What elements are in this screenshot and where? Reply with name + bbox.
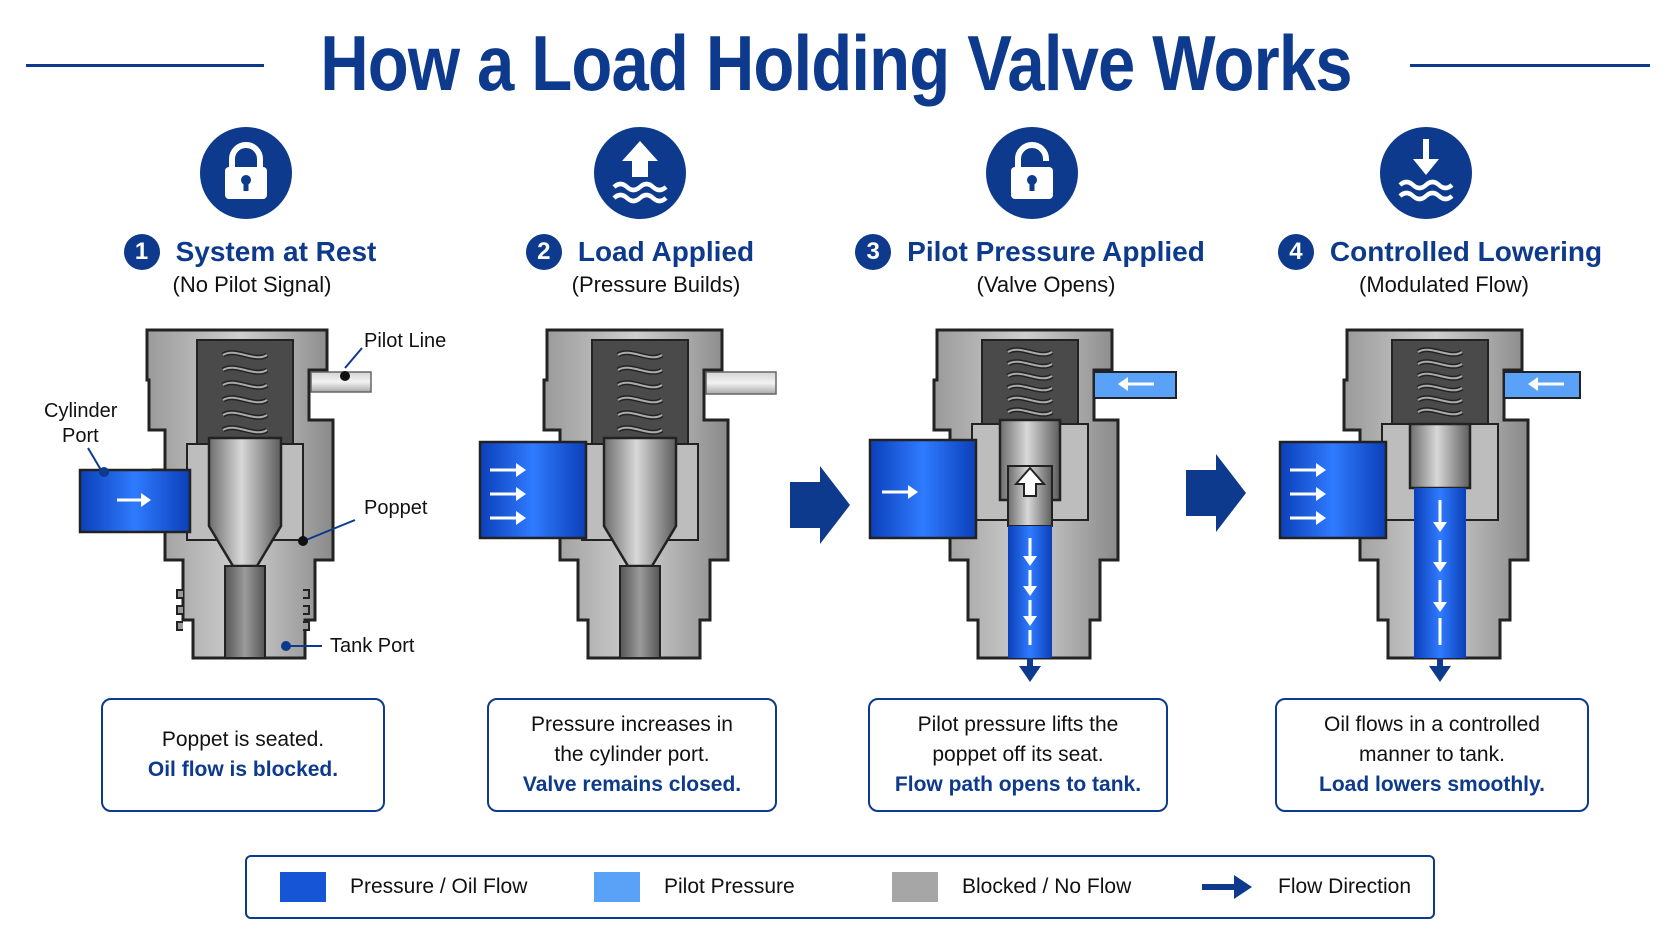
title-rule-right [1410, 64, 1650, 67]
legend-item-blocked: Blocked / No Flow [892, 872, 1131, 902]
step-1-subtitle: (No Pilot Signal) [172, 272, 332, 297]
step-4-heading: 4 Controlled Lowering [1240, 234, 1640, 270]
step-2-number: 2 [525, 234, 562, 270]
legend-label-pressure: Pressure / Oil Flow [350, 875, 528, 898]
step-2-description: Pressure increases in the cylinder port.… [487, 698, 777, 812]
step-4-title: Controlled Lowering [1329, 236, 1603, 267]
step-2-desc-line-1: Pressure increases in [531, 713, 733, 736]
step-3-description: Pilot pressure lifts the poppet off its … [868, 698, 1168, 812]
legend-item-pressure: Pressure / Oil Flow [280, 872, 527, 902]
step-2-title: Load Applied [577, 236, 755, 267]
valve-2 [478, 328, 777, 660]
step-4-desc-line-2: manner to tank. [1359, 743, 1505, 766]
step-2-heading: 2 Load Applied [440, 234, 840, 270]
legend-label-pilot: Pilot Pressure [664, 875, 795, 898]
page-title: How a Load Holding Valve Works [320, 19, 1352, 107]
legend-label-blocked: Blocked / No Flow [962, 875, 1132, 898]
load-up-arrow-icon [594, 127, 686, 219]
legend-item-pilot: Pilot Pressure [594, 872, 795, 902]
unlock-icon [986, 127, 1078, 219]
step-1-title: System at Rest [175, 236, 377, 267]
step-3-heading: 3 Pilot Pressure Applied [830, 234, 1230, 270]
step-4-subtitle: (Modulated Flow) [1359, 272, 1529, 297]
step-3-subtitle: (Valve Opens) [976, 272, 1116, 297]
legend-swatch-blocked [892, 872, 938, 902]
flow-direction-arrow-icon [1202, 875, 1252, 899]
callout-pilot-line: Pilot Line [364, 330, 447, 352]
step-2-subtitle: (Pressure Builds) [571, 272, 741, 297]
callout-cylinder-port-line2: Port [62, 425, 99, 447]
step-1-number: 1 [123, 234, 160, 270]
callout-tank-port: Tank Port [330, 635, 415, 657]
step-1-desc-line: Poppet is seated. [161, 728, 325, 751]
step-3-desc-line-1: Pilot pressure lifts the [917, 713, 1119, 736]
step-1-description: Poppet is seated. Oil flow is blocked. [101, 698, 385, 812]
step-2-desc-line-2: the cylinder port. [554, 743, 710, 766]
valve-3 [868, 328, 1177, 682]
callout-poppet: Poppet [364, 497, 428, 519]
callout-cylinder-port-line1: Cylinder [44, 400, 118, 422]
legend-swatch-pressure [280, 872, 326, 902]
step-3-number: 3 [855, 234, 892, 270]
legend-swatch-pilot [594, 872, 640, 902]
legend: Pressure / Oil Flow Pilot Pressure Block… [245, 855, 1435, 919]
step-3-desc-line-2: poppet off its seat. [932, 743, 1104, 766]
title-rule-left [26, 64, 264, 67]
valve-4 [1278, 328, 1581, 682]
step-3-title: Pilot Pressure Applied [907, 236, 1205, 267]
step-3-desc-highlight: Flow path opens to tank. [894, 773, 1142, 796]
step-2-desc-highlight: Valve remains closed. [522, 773, 742, 796]
step-4-description: Oil flows in a controlled manner to tank… [1275, 698, 1589, 812]
step-arrow-2-3 [790, 466, 850, 544]
lowering-down-arrow-icon [1380, 127, 1472, 219]
step-4-number: 4 [1277, 234, 1314, 270]
step-arrow-3-4 [1186, 454, 1246, 532]
lock-icon [200, 127, 292, 219]
step-1-desc-highlight: Oil flow is blocked. [147, 758, 339, 781]
step-1-heading: 1 System at Rest [50, 234, 450, 270]
legend-item-flow-direction: Flow Direction [1202, 872, 1411, 902]
legend-label-flow-direction: Flow Direction [1278, 875, 1412, 898]
valve-1 [78, 328, 372, 660]
step-4-desc-line-1: Oil flows in a controlled [1324, 713, 1540, 736]
step-4-desc-highlight: Load lowers smoothly. [1319, 773, 1545, 796]
